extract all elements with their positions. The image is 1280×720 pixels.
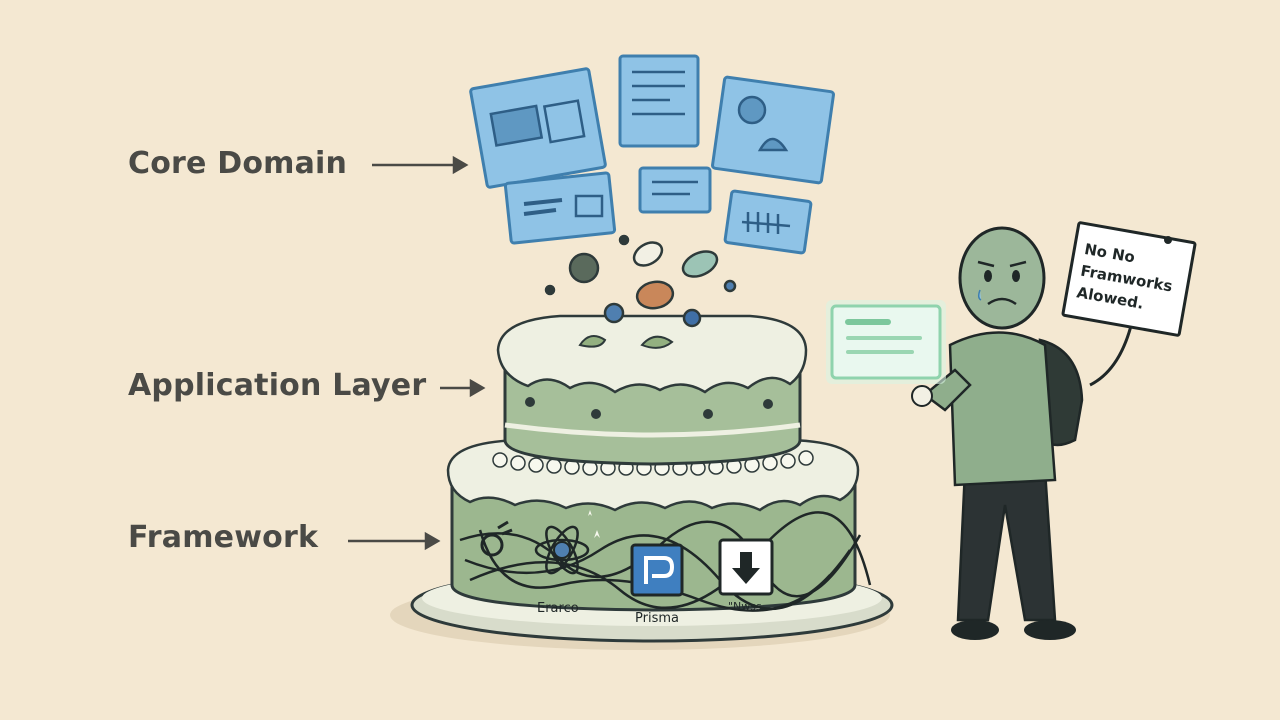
tier-dots — [525, 397, 773, 419]
card-lock — [542, 99, 586, 144]
bead — [544, 284, 556, 296]
bead — [568, 252, 600, 284]
arrow-right-icon — [424, 531, 441, 551]
arrow-right-icon — [452, 155, 469, 175]
developer-figure — [911, 226, 1084, 640]
label-application-layer: Application Layer — [128, 368, 427, 403]
card-image — [489, 104, 544, 147]
tier-stripe — [504, 422, 801, 438]
framework-logo-caption-3: "Nwss — [728, 600, 762, 613]
framework-logo-caption-1: Erarco — [537, 601, 579, 616]
label-framework: Framework — [128, 520, 319, 555]
bead — [681, 250, 719, 278]
pebble — [578, 335, 607, 348]
pearl-border — [492, 450, 814, 476]
domain-card — [638, 166, 712, 214]
gear-icon — [480, 520, 513, 557]
bead — [603, 302, 625, 324]
bead — [723, 279, 737, 293]
prisma-logo-icon — [630, 543, 684, 597]
atom-icon — [534, 525, 590, 575]
card-avatar — [737, 95, 767, 125]
bead — [635, 280, 675, 310]
bead — [682, 308, 702, 328]
label-core-domain: Core Domain — [128, 146, 348, 181]
protest-sign: No No Framworks Alowed. — [1061, 221, 1197, 387]
domain-card — [711, 75, 835, 185]
pebble — [640, 335, 674, 349]
download-icon — [718, 538, 774, 596]
framework-logo-caption-2: Prisma — [635, 611, 679, 626]
bead — [618, 234, 630, 246]
domain-card — [503, 171, 617, 245]
arrow-right-icon — [469, 378, 486, 398]
bead — [632, 241, 664, 267]
sparkles — [588, 510, 600, 538]
glowing-tablet — [826, 300, 946, 384]
frosting-top — [496, 314, 808, 394]
